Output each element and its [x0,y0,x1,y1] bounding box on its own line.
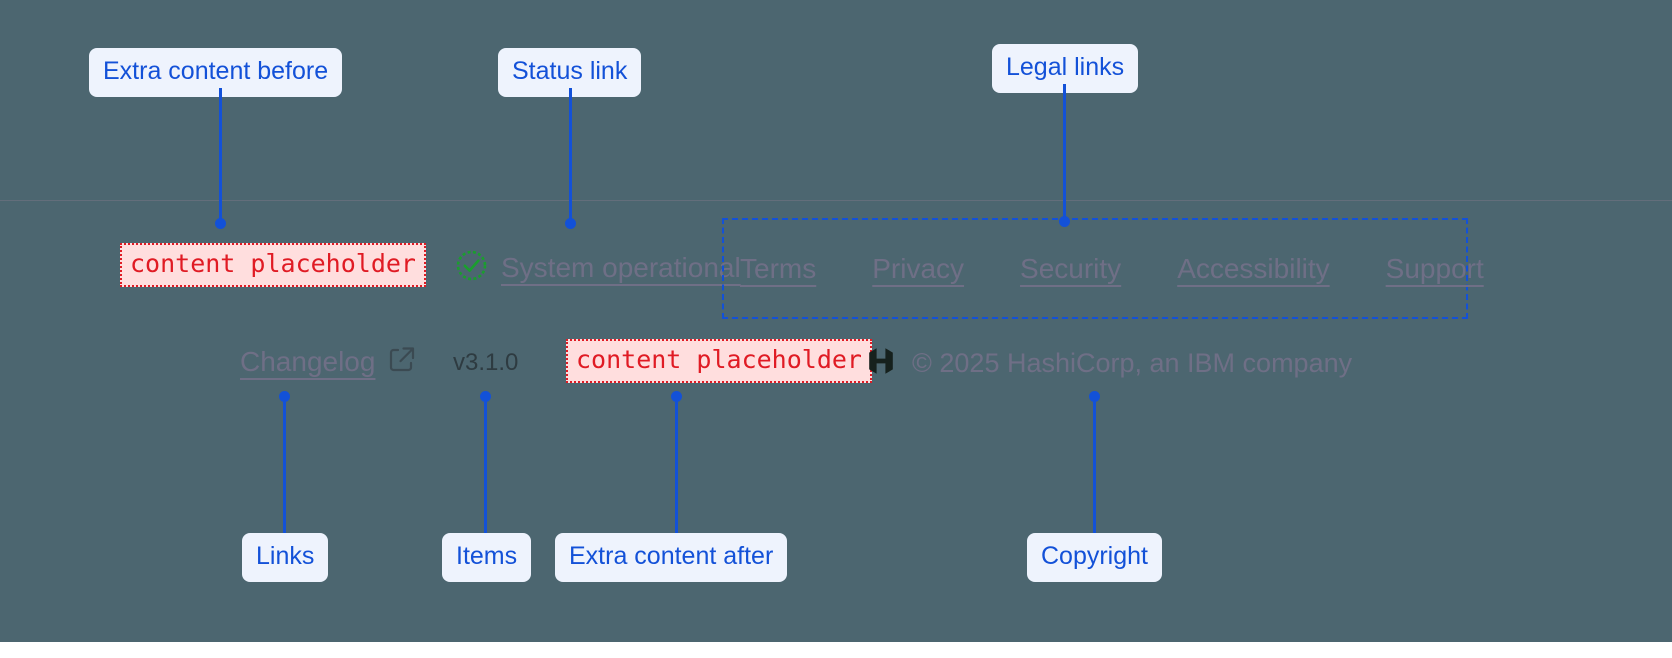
callout-extra-content-after: Extra content after [555,533,788,582]
legal-links-list: Terms Privacy Security Accessibility Sup… [740,253,1484,285]
site-footer: content placeholder System operational T… [0,201,1672,421]
leader-line-items [484,396,487,533]
footer-top-divider [0,200,1672,201]
leader-line-extra-after [675,396,678,533]
brand-copyright-group: © 2025 HashiCorp, an IBM company [866,345,1352,382]
leader-line-links [283,396,286,533]
callout-extra-content-before: Extra content before [89,48,343,97]
legal-link-terms[interactable]: Terms [740,253,817,284]
check-circle-icon [455,249,488,287]
changelog-link-group[interactable]: Changelog [240,344,417,379]
callout-links: Links [242,533,329,582]
legal-link-security[interactable]: Security [1020,253,1122,284]
changelog-link[interactable]: Changelog [240,345,376,377]
page-bottom-edge [0,642,1672,658]
leader-line-legal [1063,84,1066,221]
external-link-icon [387,344,417,379]
legal-link-privacy[interactable]: Privacy [872,253,965,284]
leader-dot-status [565,218,576,229]
legal-link-support[interactable]: Support [1385,253,1484,284]
footer-bottom-row: Changelog v3.1.0 content placeholder [0,339,1672,389]
callout-items: Items [442,533,532,582]
status-link[interactable]: System operational [501,252,741,283]
legal-link-accessibility[interactable]: Accessibility [1177,253,1330,284]
leader-line-extra-before [219,88,222,223]
status-link-group[interactable]: System operational [455,249,741,287]
copyright-text: © 2025 HashiCorp, an IBM company [912,348,1353,378]
leader-line-copyright [1093,396,1096,533]
extra-content-before-slot: content placeholder [120,243,426,287]
leader-line-status [569,88,572,223]
leader-dot-extra-before [215,218,226,229]
version-label: v3.1.0 [453,349,519,376]
extra-content-after-slot: content placeholder [566,339,872,383]
legal-links-highlight-box [722,218,1468,319]
hashicorp-logo-icon [866,345,896,382]
callout-copyright: Copyright [1027,533,1162,582]
leader-dot-legal [1059,216,1070,227]
